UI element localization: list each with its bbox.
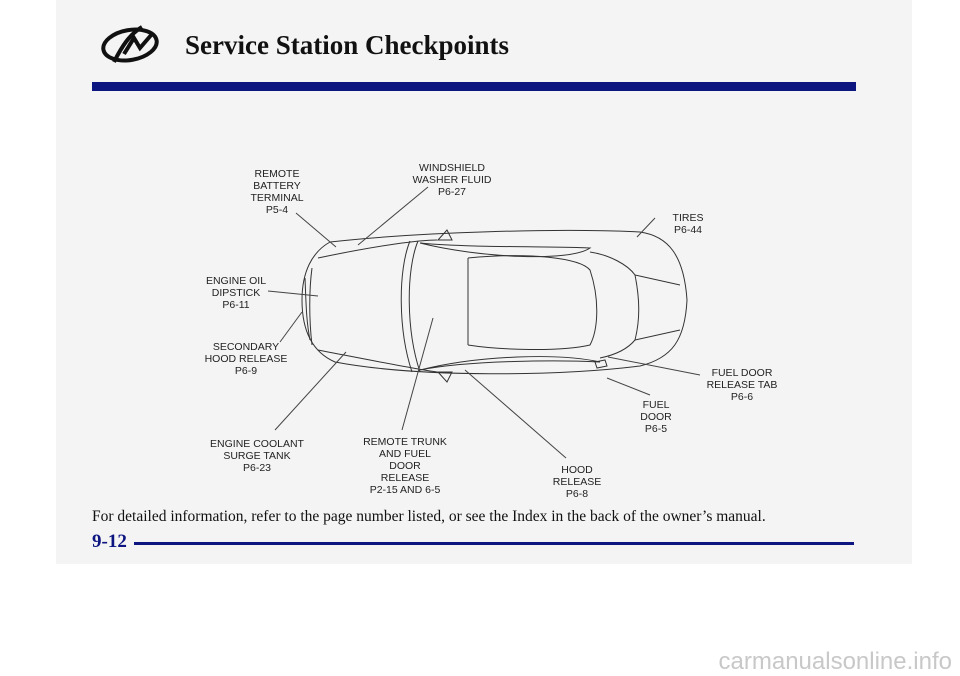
label-line: HOOD RELEASE [204,353,288,365]
label-line: ENGINE COOLANT [210,438,304,450]
label-line: P6-8 [565,488,589,500]
label-line: DOOR [640,411,672,423]
label-line: REMOTE TRUNK [363,436,447,448]
label-line: HOOD [561,464,593,476]
label-line: SURGE TANK [223,450,291,462]
car-outline [301,229,688,383]
label-line: P6-27 [437,186,467,198]
header-rule [92,82,856,91]
watermark: carmanualsonline.info [718,648,952,675]
label-line: REMOTE [254,168,300,180]
label-line: WINDSHIELD [419,162,485,174]
label-line: TIRES [672,212,704,224]
label-line: SECONDARY [212,341,280,353]
label-line: P6-44 [673,224,703,236]
label-line: P6-6 [730,391,754,403]
label-line: TERMINAL [250,192,304,204]
label-line: ENGINE OIL [205,275,267,287]
label-line: FUEL DOOR [711,367,773,379]
footer-rule [134,542,854,545]
label-line: P6-11 [222,299,250,311]
label-line: RELEASE [380,472,430,484]
page-number: 9-12 [92,531,127,552]
label-line: DOOR [389,460,421,472]
oldsmobile-logo-icon [101,25,159,63]
leader-lines [267,186,701,459]
label-line: P5-4 [265,204,289,216]
label-line: P6-9 [234,365,258,377]
label-line: DIPSTICK [211,287,261,299]
label-line: BATTERY [253,180,301,192]
footer-note: For detailed information, refer to the p… [92,508,766,525]
page-title: Service Station Checkpoints [185,30,509,60]
manual-page [56,0,912,564]
label-line: RELEASE [552,476,602,488]
label-line: RELEASE TAB [706,379,778,391]
label-line: WASHER FLUID [412,174,492,186]
label-line: AND FUEL [379,448,431,460]
label-line: P6-23 [242,462,272,474]
label-line: P2-15 AND 6-5 [369,484,441,496]
label-line: P6-5 [644,423,668,435]
label-line: FUEL [642,399,670,411]
